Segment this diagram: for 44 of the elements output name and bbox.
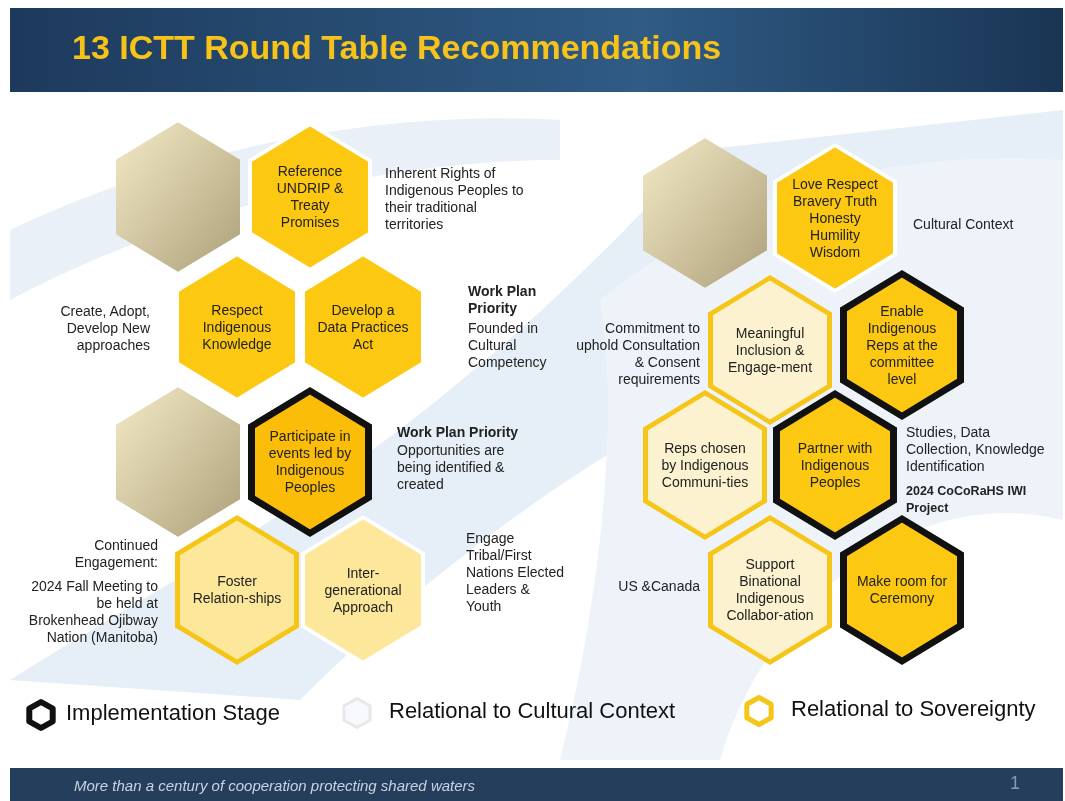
hexagon-label: Love Respect Bravery Truth Honesty Humility Wisdom bbox=[791, 175, 879, 261]
annotation-text: Cultural Context bbox=[913, 216, 1015, 233]
footer-text: More than a century of cooperation protecting shared waters bbox=[74, 777, 476, 794]
annotation-text: Founded in Cultural Competency bbox=[468, 320, 548, 371]
priority-heading: Work Plan Priority bbox=[468, 283, 538, 317]
hexagon bbox=[116, 122, 240, 272]
hexagon-label: Partner with Indigenous Peoples bbox=[796, 439, 874, 491]
hexagon bbox=[643, 138, 767, 288]
annotation-text: 2024 Fall Meeting to be held at Brokenhead Ojibway Nation (Manitoba) bbox=[27, 578, 158, 646]
annotation-text: Engage Tribal/First Nations Elected Leaders & Youth bbox=[466, 530, 566, 615]
hexagon-tile bbox=[840, 515, 964, 665]
legend-label: Relational to Cultural Context bbox=[389, 698, 676, 724]
priority-heading: Work Plan Priority bbox=[397, 424, 520, 441]
annotation-text: US &Canada bbox=[617, 578, 700, 595]
title: 13 ICTT Round Table Recommendations bbox=[72, 28, 722, 67]
hexagon-tile bbox=[708, 515, 832, 665]
hexagon-label: Participate in events led by Indigenous Peoples bbox=[267, 428, 353, 496]
hexagon-label: Reference UNDRIP & Treaty Promises bbox=[275, 163, 345, 231]
hexagon-tile bbox=[840, 270, 964, 420]
hexagon-tile bbox=[643, 390, 767, 540]
hexagon-label: Reps chosen by Indigenous Communi-ties bbox=[660, 439, 750, 491]
annotation-text: Inherent Rights of Indigenous Peoples to their traditional territories bbox=[385, 165, 525, 233]
annotation-text: Opportunities are being identified & created bbox=[397, 442, 506, 493]
hexagon-label: Make room for Ceremony bbox=[855, 573, 949, 607]
hexagon-tile bbox=[773, 143, 897, 293]
hexagon-tile bbox=[175, 515, 299, 665]
annotation-text: Create, Adopt, Develop New approaches bbox=[59, 303, 150, 354]
project-name: 2024 CoCoRaHS IWI Project bbox=[906, 483, 1028, 517]
hexagon-label: Inter-generational Approach bbox=[323, 564, 403, 616]
legend-label: Implementation Stage bbox=[66, 700, 281, 726]
legend-label: Relational to Sovereignty bbox=[791, 696, 1036, 722]
hexagon-label: Foster Relation-ships bbox=[191, 573, 283, 607]
hexagon-label: Enable Indigenous Reps at the committee level bbox=[865, 302, 939, 388]
annotation-text: Studies, Data Collection, Knowledge Identification bbox=[906, 424, 1046, 475]
annotation-text: Continued Engagement: bbox=[73, 537, 158, 571]
hexagon-label: Respect Indigenous Knowledge bbox=[201, 301, 273, 353]
hexagon bbox=[116, 387, 240, 537]
hexagon-label: Develop a Data Practices Act bbox=[316, 301, 410, 353]
hexagon-tile bbox=[248, 387, 372, 537]
hexagon-label: Meaningful Inclusion & Engage-ment bbox=[726, 324, 814, 376]
page-number: 1 bbox=[1010, 775, 1020, 792]
hexagon-label: Support Binational Indigenous Collabor-ation bbox=[725, 556, 815, 624]
annotation-text: Commitment to uphold Consultation & Consent requirements bbox=[575, 320, 700, 388]
hexagon-tile bbox=[773, 390, 897, 540]
